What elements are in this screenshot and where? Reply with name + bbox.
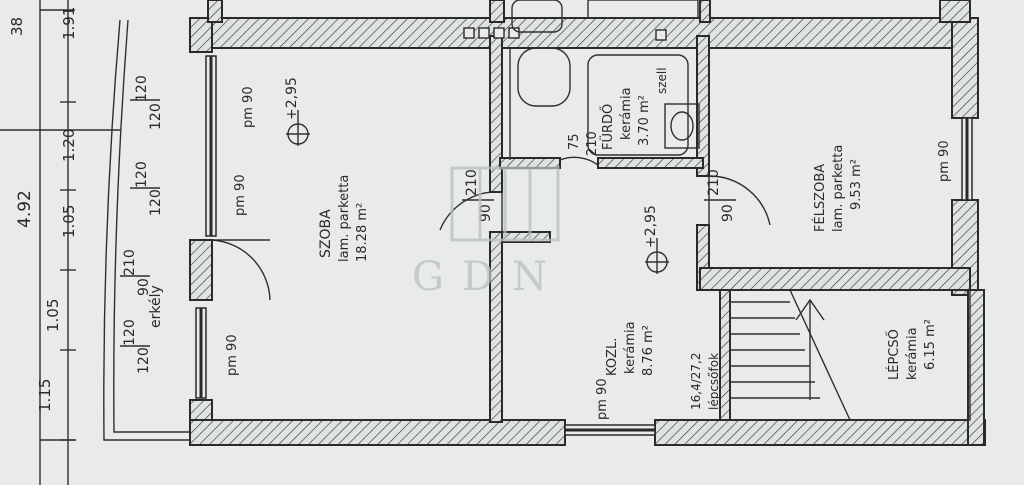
opening-pm: pm 90 — [937, 140, 952, 182]
room-name: LÉPCSŐ — [886, 329, 902, 380]
opening-top: 120 — [122, 319, 138, 346]
stairs-ratio: 16,4/27,2 — [689, 353, 703, 410]
balcony: erkély — [103, 19, 190, 441]
balcony-label: erkély — [148, 285, 164, 328]
vent-boxes — [463, 27, 667, 41]
watermark-text: GDN — [412, 254, 565, 300]
level-marker-kozl — [645, 238, 669, 274]
room-area: 6.15 m² — [923, 319, 938, 370]
room-floor: kerámia — [623, 321, 638, 374]
opening-top: 120 — [134, 75, 150, 102]
vent-label: szell — [655, 67, 669, 94]
room-floor: kerámia — [619, 87, 634, 140]
room-kozl: KOZL. kerámia 8.76 m² +2,95 — [605, 205, 659, 376]
room-floor: lam. parketta — [831, 145, 846, 232]
room-name: FÉLSZOBA — [812, 164, 828, 232]
stairs-label: lépcsőfok — [707, 353, 721, 410]
watermark: GDN — [412, 166, 565, 300]
level-marker-szoba — [286, 110, 310, 146]
dimension-outer-2: 1.20 — [60, 129, 78, 162]
opening-bottom: 90 — [478, 204, 494, 222]
room-area: 18.28 m² — [355, 203, 370, 262]
fixtures — [509, 0, 701, 160]
room-floor: lam. parketta — [337, 175, 352, 262]
room-name: KOZL. — [605, 338, 620, 376]
dimension-total: 4.92 — [15, 190, 35, 228]
stairs — [729, 289, 971, 421]
opening-top: 210 — [706, 169, 722, 196]
level-value: +2,95 — [643, 205, 659, 248]
opening-labels: 120 120 pm 90 120 120 pm 90 210 90 120 1… — [120, 75, 952, 420]
top-wall — [207, 17, 979, 49]
dimension-inner-1: 1.05 — [44, 299, 62, 332]
dimension-top: 38 — [8, 17, 26, 36]
opening-top: 210 — [122, 249, 138, 276]
dimension-outer-3: 1.05 — [60, 205, 78, 238]
opening-pm: pm 90 — [241, 86, 256, 128]
opening-top: 75 — [567, 133, 582, 150]
opening-bottom: 120 — [148, 189, 164, 216]
dimension-outer-4: 1.15 — [36, 379, 54, 412]
opening-pm: pm 90 — [233, 174, 248, 216]
room-felszoba: FÉLSZOBA lam. parketta 9.53 m² — [812, 145, 864, 232]
room-area: 9.53 m² — [849, 159, 864, 210]
room-name: SZOBA — [318, 209, 334, 258]
opening-bottom: 120 — [136, 347, 152, 374]
opening-top: 210 — [464, 169, 480, 196]
doors — [211, 156, 771, 301]
room-name: FÜRDŐ — [599, 104, 616, 150]
level-value: +2,95 — [284, 77, 300, 120]
opening-bottom: 90 — [720, 204, 736, 222]
room-area: 3.70 m² — [637, 95, 652, 146]
opening-pm: pm 90 — [225, 334, 240, 376]
room-area: 8.76 m² — [641, 325, 656, 376]
room-lepcso: LÉPCSŐ kerámia 6.15 m² — [886, 319, 938, 380]
opening-pm: pm 90 — [595, 378, 610, 420]
opening-top: 120 — [134, 161, 150, 188]
dimension-outer-1: 1.91 — [60, 7, 78, 40]
room-floor: kerámia — [905, 327, 920, 380]
stairs-spec: 16,4/27,2 lépcsőfok — [689, 353, 721, 410]
windows — [195, 55, 973, 436]
opening-bottom: 120 — [148, 103, 164, 130]
walls — [189, 0, 986, 446]
opening-bottom: 90 — [136, 278, 152, 296]
room-furdo: FÜRDŐ kerámia 3.70 m² szell — [599, 67, 669, 150]
dimension-chain: 38 4.92 1.91 1.20 1.05 1.05 1.15 — [0, 0, 120, 485]
opening-bottom: 210 — [585, 131, 600, 156]
room-szoba: SZOBA lam. parketta 18.28 m² +2,95 — [284, 77, 370, 262]
